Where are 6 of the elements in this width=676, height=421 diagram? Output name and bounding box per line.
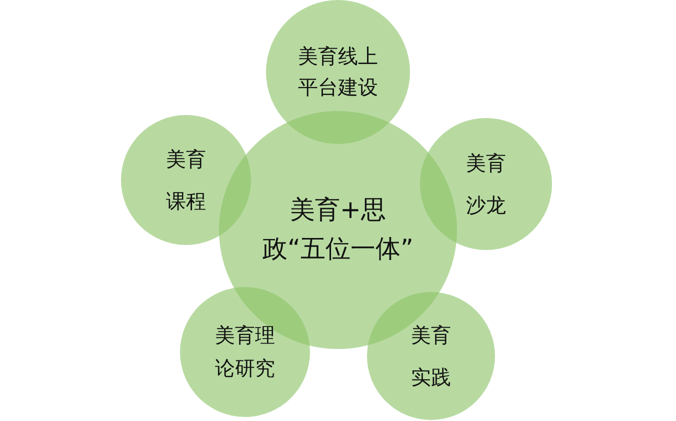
node-label: 美育课程 xyxy=(166,146,206,215)
node-label: 美育实践 xyxy=(410,322,452,391)
node-label: 美育理论研究 xyxy=(214,322,276,382)
node-label: 美育线上平台建设 xyxy=(298,43,378,101)
node-label: 美育沙龙 xyxy=(466,150,506,219)
node-label: 美育+思政“五位一体” xyxy=(262,194,414,265)
